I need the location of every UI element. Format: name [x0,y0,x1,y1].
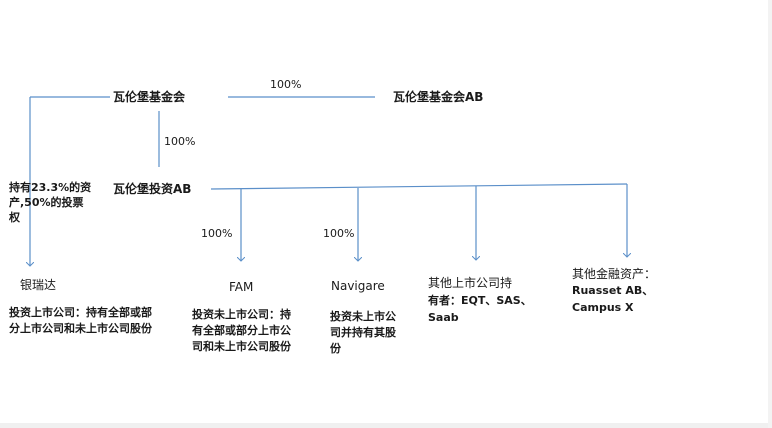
edge-label-investor-to-fam: 100% [201,227,233,240]
investor-horizontal-line [210,183,628,190]
node-foundation-ab: 瓦伦堡基金会AB [393,90,484,104]
bottom-border [0,423,772,428]
edge-label-foundation-to-investor: 100% [164,135,196,148]
description-seb: 投资上市公司：持有全部或部 分上市公司和未上市公司股份 [9,306,152,335]
node-fam: FAM [229,280,254,294]
edge-label-foundation-to-ab: 100% [270,78,302,91]
node-seb: 银瑞达 [20,278,57,292]
description-fam: 投资未上市公司：持 有全部或部分上市公 司和未上市公司股份 [192,308,291,353]
node-investor-ab: 瓦伦堡投资AB [113,182,192,196]
right-border [768,0,772,428]
node-other-listed: 其他上市公司持 有者：EQT、SAS、 Saab [428,276,532,324]
node-other-financial: 其他金融资产： Ruasset AB、 Campus X [572,267,657,314]
edge-label-investor-to-navigare: 100% [323,227,355,240]
node-navigare: Navigare [331,279,385,293]
edge-label-seb-holding: 持有23.3%的资 产,50%的投票 权 [9,181,92,224]
node-foundation: 瓦伦堡基金会 [113,90,186,104]
description-navigare: 投资未上市公 司并持有其股 份 [330,310,396,355]
